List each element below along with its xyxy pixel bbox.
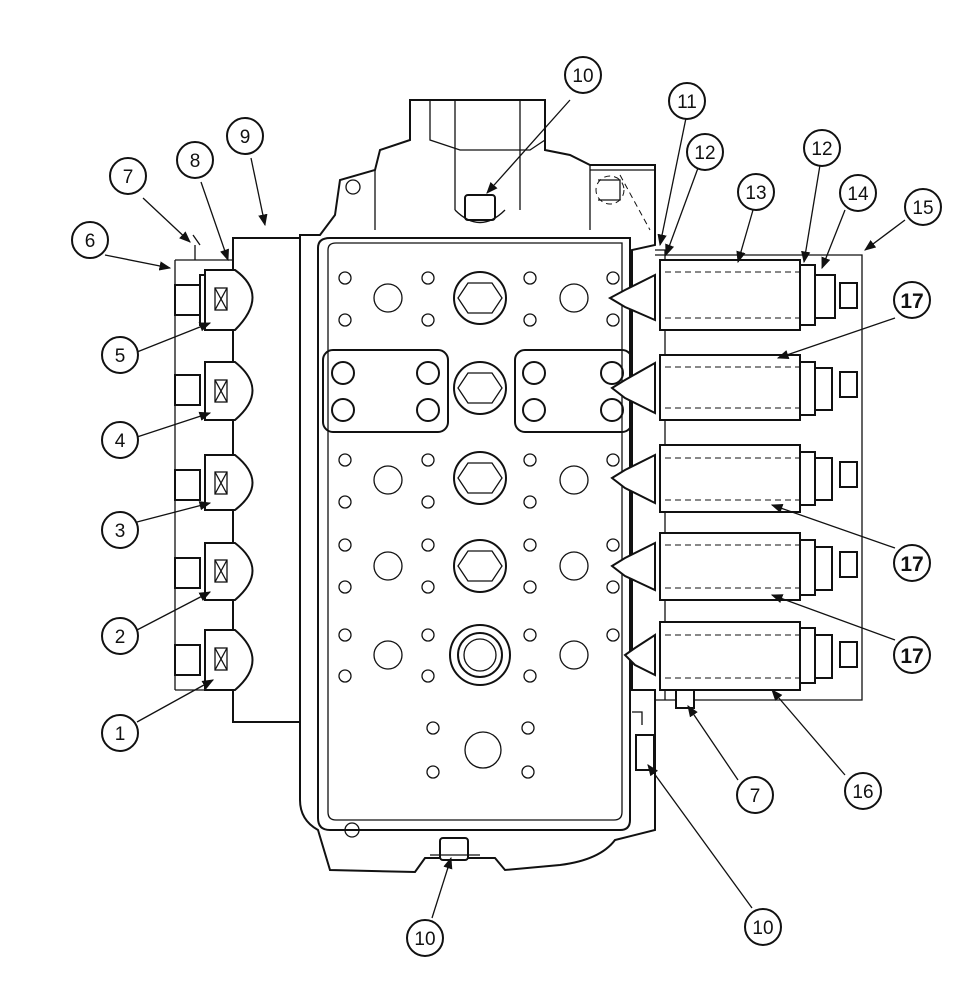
callout-label: 17: [900, 290, 923, 313]
callout-label: 6: [85, 231, 96, 252]
callout-10-bottom: 10: [406, 919, 444, 957]
callout-17-middle: 17: [893, 544, 931, 582]
callout-label: 9: [240, 127, 251, 148]
callout-label: 10: [752, 918, 773, 939]
callout-3: 3: [101, 511, 139, 549]
callout-7-bottom: 7: [736, 776, 774, 814]
callout-1: 1: [101, 714, 139, 752]
callout-16: 16: [844, 772, 882, 810]
callout-13: 13: [737, 173, 775, 211]
callout-label: 3: [115, 521, 126, 542]
left-spool-caps: [174, 269, 254, 691]
callout-14: 14: [839, 174, 877, 212]
hex-plugs: [449, 271, 511, 686]
leader-lines: [104, 99, 906, 919]
callout-15: 15: [904, 188, 942, 226]
callout-10-top: 10: [564, 56, 602, 94]
callout-label: 7: [750, 786, 761, 807]
callout-label: 4: [115, 431, 126, 452]
callout-4: 4: [101, 421, 139, 459]
callout-label: 10: [572, 66, 593, 87]
callout-label: 1: [115, 724, 126, 745]
callout-label: 17: [900, 553, 923, 576]
callout-label: 10: [414, 929, 435, 950]
callout-label: 11: [677, 92, 697, 113]
callout-label: 17: [900, 645, 923, 668]
right-spools: [607, 259, 858, 691]
callout-8: 8: [176, 141, 214, 179]
callout-10-right: 10: [744, 908, 782, 946]
callout-6: 6: [71, 221, 109, 259]
callout-label: 2: [115, 627, 126, 648]
callout-12-right: 12: [803, 129, 841, 167]
callout-label: 12: [694, 143, 715, 164]
port-holes: [338, 271, 620, 779]
callout-9: 9: [226, 117, 264, 155]
callout-label: 14: [847, 184, 869, 205]
callout-label: 16: [852, 782, 873, 803]
callout-label: 13: [745, 183, 766, 204]
callout-label: 5: [115, 346, 126, 367]
callout-7-top: 7: [109, 157, 147, 195]
callout-12-left: 12: [686, 133, 724, 171]
valve-body: [299, 99, 656, 874]
callout-label: 8: [190, 151, 201, 172]
callout-label: 7: [123, 167, 134, 188]
callout-11: 11: [668, 82, 706, 120]
callout-5: 5: [101, 336, 139, 374]
callout-label: 12: [811, 139, 832, 160]
callout-17-bottom: 17: [893, 636, 931, 674]
callout-17-top: 17: [893, 281, 931, 319]
callout-label: 15: [912, 198, 933, 219]
callout-2: 2: [101, 617, 139, 655]
small-fittings: [632, 689, 695, 771]
